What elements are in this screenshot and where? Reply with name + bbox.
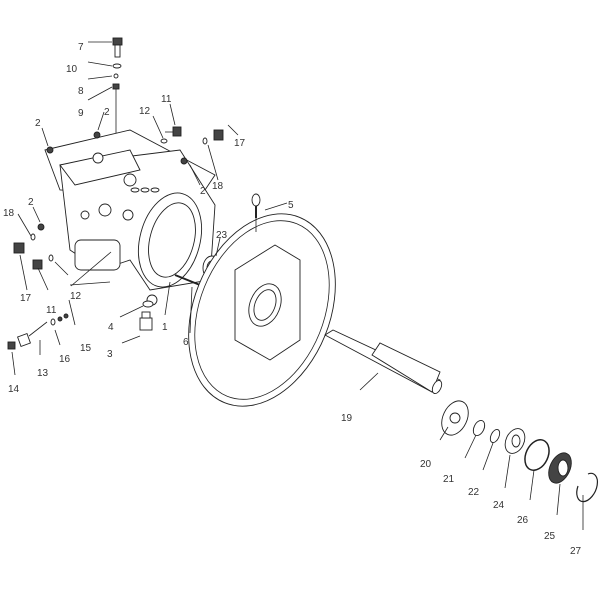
callout-12: 12 (139, 106, 151, 117)
callout-2: 2 (35, 118, 41, 129)
flange-cover (188, 213, 336, 407)
callout-2: 2 (28, 197, 34, 208)
callout-26: 26 (517, 515, 529, 526)
callout-20: 20 (420, 459, 432, 470)
callout-13: 13 (37, 368, 49, 379)
callout-7: 7 (78, 42, 84, 53)
callout-27: 27 (570, 546, 582, 557)
callout-18: 18 (212, 181, 224, 192)
plug-part-2-a (46, 146, 54, 154)
eyebolt-part-5 (251, 193, 261, 218)
callout-8: 8 (78, 86, 84, 97)
plug-part-3 (139, 311, 153, 331)
oring-part-12-top (160, 138, 168, 144)
callout-24: 24 (493, 500, 505, 511)
oring-part-10 (112, 63, 122, 69)
callout-5: 5 (288, 200, 294, 211)
callout-15: 15 (80, 343, 92, 354)
cover-part-25 (548, 452, 572, 484)
oring-part-26 (524, 439, 550, 471)
fitting-part-11-top (165, 126, 182, 137)
plug-part-2-d (37, 223, 45, 231)
parts-13-14-15-16 (7, 313, 69, 350)
fitting-part-17-top (213, 129, 224, 141)
callout-2: 2 (104, 107, 110, 118)
callout-22: 22 (468, 487, 480, 498)
plug-part-2-c (180, 157, 188, 165)
callout-19: 19 (341, 413, 353, 424)
snap-ring-part-22 (489, 428, 501, 444)
callout-1: 1 (162, 322, 168, 333)
pin-part-6 (174, 274, 201, 286)
plug-part-2-b (93, 131, 101, 139)
callout-18: 18 (3, 208, 15, 219)
bearing-part-20 (441, 400, 469, 436)
oring-part-4 (142, 300, 154, 308)
callout-25: 25 (544, 531, 556, 542)
callout-12: 12 (70, 291, 82, 302)
snap-ring-part-27 (576, 472, 599, 503)
callout-21: 21 (443, 474, 455, 485)
fitting-part-11-left (32, 259, 43, 270)
callout-14: 14 (8, 384, 20, 395)
callout-17: 17 (234, 138, 246, 149)
callout-3: 3 (107, 349, 113, 360)
oring-part-18-left (30, 233, 36, 241)
leader-lines (11, 41, 584, 530)
oring-part-18-top (202, 137, 208, 145)
callout-17: 17 (20, 293, 32, 304)
callout-6: 6 (183, 337, 189, 348)
callout-11: 11 (161, 94, 172, 105)
callout-2: 2 (200, 186, 206, 197)
bolt-part-7 (112, 37, 123, 58)
callout-labels: 7 10 8 9 2 2 12 11 17 18 2 18 2 17 12 11… (3, 42, 582, 557)
callout-10: 10 (66, 64, 78, 75)
ring-part-21 (472, 419, 486, 437)
callout-4: 4 (108, 322, 114, 333)
drive-shaft-part-19 (324, 329, 443, 395)
ring-part-8 (113, 73, 119, 79)
callout-11: 11 (46, 305, 57, 316)
callout-16: 16 (59, 354, 71, 365)
callout-23: 23 (216, 230, 228, 241)
pump-housing-part-1 (44, 129, 216, 306)
seal-part-24 (504, 428, 526, 454)
fitting-part-17-left (13, 242, 25, 254)
callout-9: 9 (78, 108, 84, 119)
oring-part-12-left (48, 254, 54, 262)
